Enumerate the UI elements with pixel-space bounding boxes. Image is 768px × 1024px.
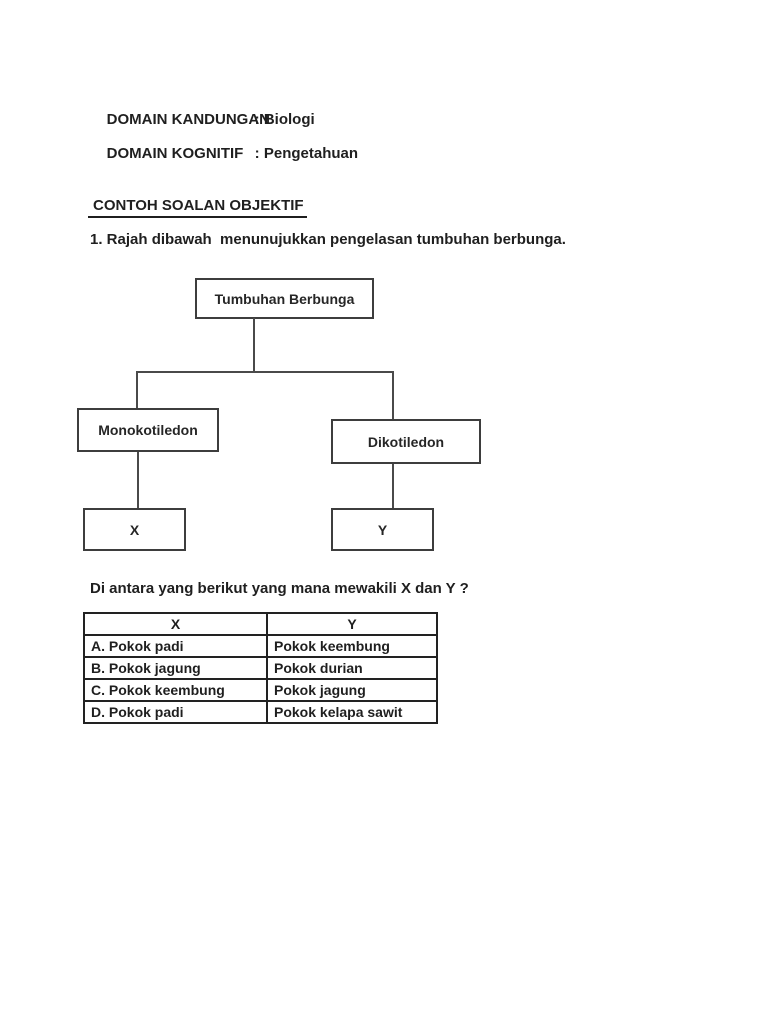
table-header-x: X [83,612,268,636]
table-row: A. Pokok padi Pokok keembung [83,634,438,658]
table-header-y: Y [266,612,438,636]
flowchart-node-right-label: Dikotiledon [367,433,445,450]
flowchart-node-root-label: Tumbuhan Berbunga [214,290,355,307]
flowchart-node-tumbuhan-berbunga: Tumbuhan Berbunga [195,278,374,319]
question-statement: 1. Rajah dibawah menunujukkan pengelasan… [90,231,566,248]
flowchart-edge-drop-right [392,372,394,419]
domain-kandungan-value: Biologi [263,111,315,128]
option-d-y: Pokok kelapa sawit [266,700,438,724]
answers-table-container: X Y A. Pokok padi Pokok keembung B. Poko… [83,612,438,724]
domain-kandungan-separator: : [254,111,264,128]
domain-kandungan-line: DOMAIN KANDUNGAN: Biologi [90,94,315,145]
flowchart-node-monokotiledon: Monokotiledon [77,408,219,452]
domain-kognitif-value: Pengetahuan [263,145,359,162]
flowchart-node-y: Y [331,508,434,551]
option-c-y: Pokok jagung [266,678,438,702]
answers-table: X Y A. Pokok padi Pokok keembung B. Poko… [83,612,438,724]
domain-kognitif-line: DOMAIN KOGNITIF: Pengetahuan [90,128,358,179]
flowchart-node-x-label: X [129,521,140,538]
domain-kandungan-label: DOMAIN KANDUNGAN [106,111,270,128]
table-row: C. Pokok keembung Pokok jagung [83,678,438,702]
option-b-x: B. Pokok jagung [83,656,268,680]
table-header-row: X Y [83,612,438,636]
flowchart-edge-diko-to-y [392,464,394,508]
flowchart-node-dikotiledon: Dikotiledon [331,419,481,464]
flowchart-edge-horizontal-bar [136,371,394,373]
question-prompt: Di antara yang berikut yang mana mewakil… [90,580,469,597]
flowchart-edge-drop-left [136,372,138,408]
table-row: D. Pokok padi Pokok kelapa sawit [83,700,438,724]
table-row: B. Pokok jagung Pokok durian [83,656,438,680]
flowchart-node-x: X [83,508,186,551]
option-c-x: C. Pokok keembung [83,678,268,702]
option-d-x: D. Pokok padi [83,700,268,724]
domain-kognitif-label: DOMAIN KOGNITIF [106,145,244,162]
flowchart-node-left-label: Monokotiledon [98,422,198,438]
option-a-x: A. Pokok padi [83,634,268,658]
domain-kognitif-separator: : [254,145,264,162]
option-b-y: Pokok durian [266,656,438,680]
flowchart-edge-root-stem [253,318,255,372]
section-title: CONTOH SOALAN OBJEKTIF [88,197,307,218]
option-a-y: Pokok keembung [266,634,438,658]
flowchart-node-y-label: Y [377,521,388,538]
flowchart-edge-mono-to-x [137,452,139,508]
